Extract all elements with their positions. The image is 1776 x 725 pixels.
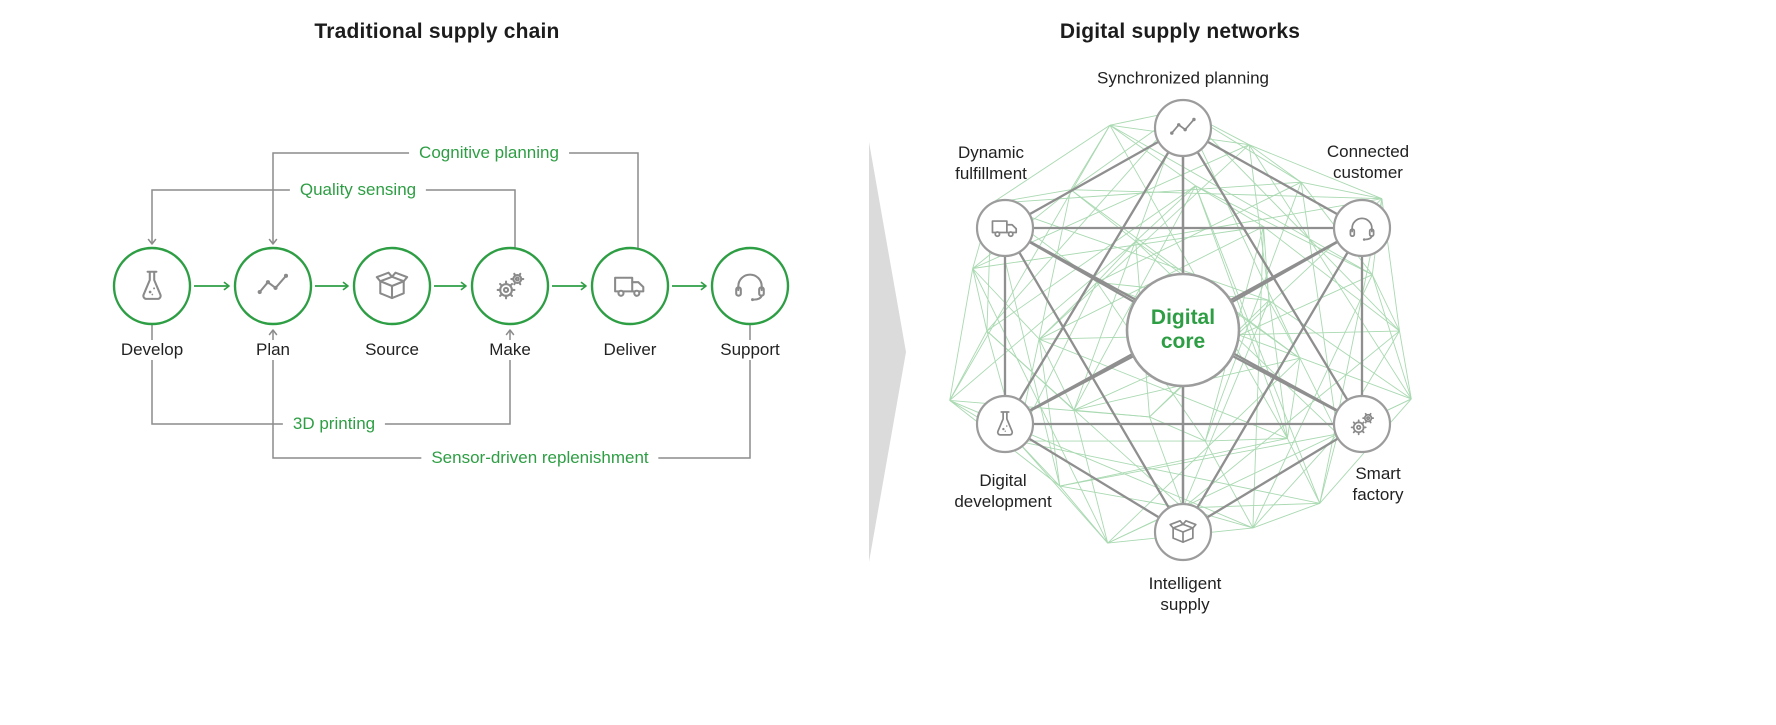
node-circle-connected-customer (1332, 198, 1392, 258)
node-circle-digital-core (1125, 272, 1241, 388)
net-label-intelligent-supply: Intelligent supply (1148, 573, 1222, 614)
node-circle-dynamic-fulfillment (975, 198, 1035, 258)
right-diagram-title: Digital supply networks (1059, 20, 1301, 43)
chain-node-label-make: Make (483, 340, 537, 360)
connector-label-3d-printing: 3D printing (282, 414, 386, 434)
network-mesh (949, 109, 1412, 544)
left-diagram-title: Traditional supply chain (314, 20, 560, 43)
chain-node-label-support: Support (714, 340, 786, 360)
chain-node-label-develop: Develop (114, 340, 190, 360)
node-circle-support (710, 246, 790, 326)
connector-line-3d-printing (151, 323, 515, 425)
connector-line-cognitive-planning (268, 152, 639, 249)
node-circle-deliver (590, 246, 670, 326)
net-label-smart-factory: Smart factory (1352, 463, 1404, 504)
chain-node-label-source: Source (359, 340, 425, 360)
node-circle-develop (112, 246, 192, 326)
digital-core-label: Digital core (1150, 305, 1216, 353)
net-label-synchronized-planning: Synchronized planning (1096, 68, 1270, 88)
connector-label-sensor-replenishment: Sensor-driven replenishment (421, 448, 659, 468)
net-label-connected-customer: Connected customer (1326, 141, 1410, 182)
transition-arrow (869, 142, 906, 562)
chain-node-label-plan: Plan (249, 340, 297, 360)
net-label-dynamic-fulfillment: Dynamic fulfillment (955, 142, 1027, 183)
node-circle-digital-development (975, 394, 1035, 454)
connector-label-quality-sensing: Quality sensing (289, 180, 427, 200)
connector-label-cognitive-planning: Cognitive planning (409, 143, 569, 163)
digital-network-diagram (949, 98, 1412, 562)
net-label-digital-development: Digital development (954, 470, 1052, 511)
traditional-chain-diagram (112, 152, 790, 459)
chain-node-label-deliver: Deliver (597, 340, 663, 360)
